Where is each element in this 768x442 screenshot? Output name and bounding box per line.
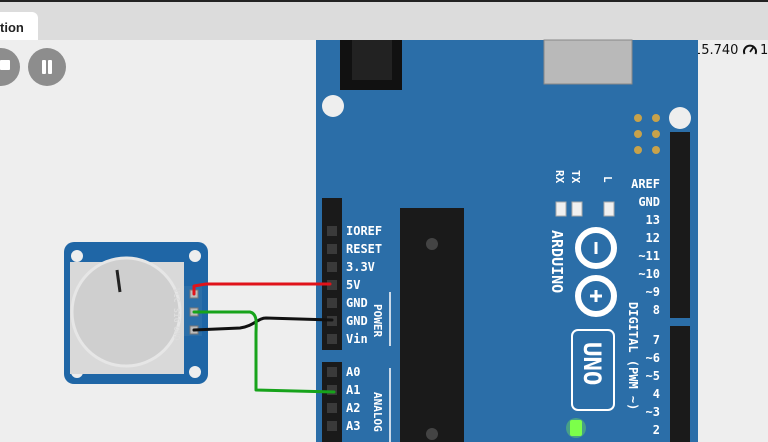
elapsed-time-text: 01:15.740 <box>672 42 739 58</box>
simulation-canvas[interactable] <box>0 40 768 442</box>
pause-button[interactable] <box>28 48 66 86</box>
speedometer-icon <box>743 44 757 55</box>
elapsed-timer: 01:15.740 <box>654 42 738 58</box>
speed-text: 1 <box>760 42 768 58</box>
stop-icon <box>0 60 10 70</box>
stopwatch-icon <box>655 42 669 58</box>
editor-tab-bar: tion <box>0 0 768 42</box>
simulation-speed: 1 <box>742 42 768 58</box>
stop-button[interactable] <box>0 48 20 86</box>
tab-simulation[interactable]: tion <box>0 12 38 42</box>
